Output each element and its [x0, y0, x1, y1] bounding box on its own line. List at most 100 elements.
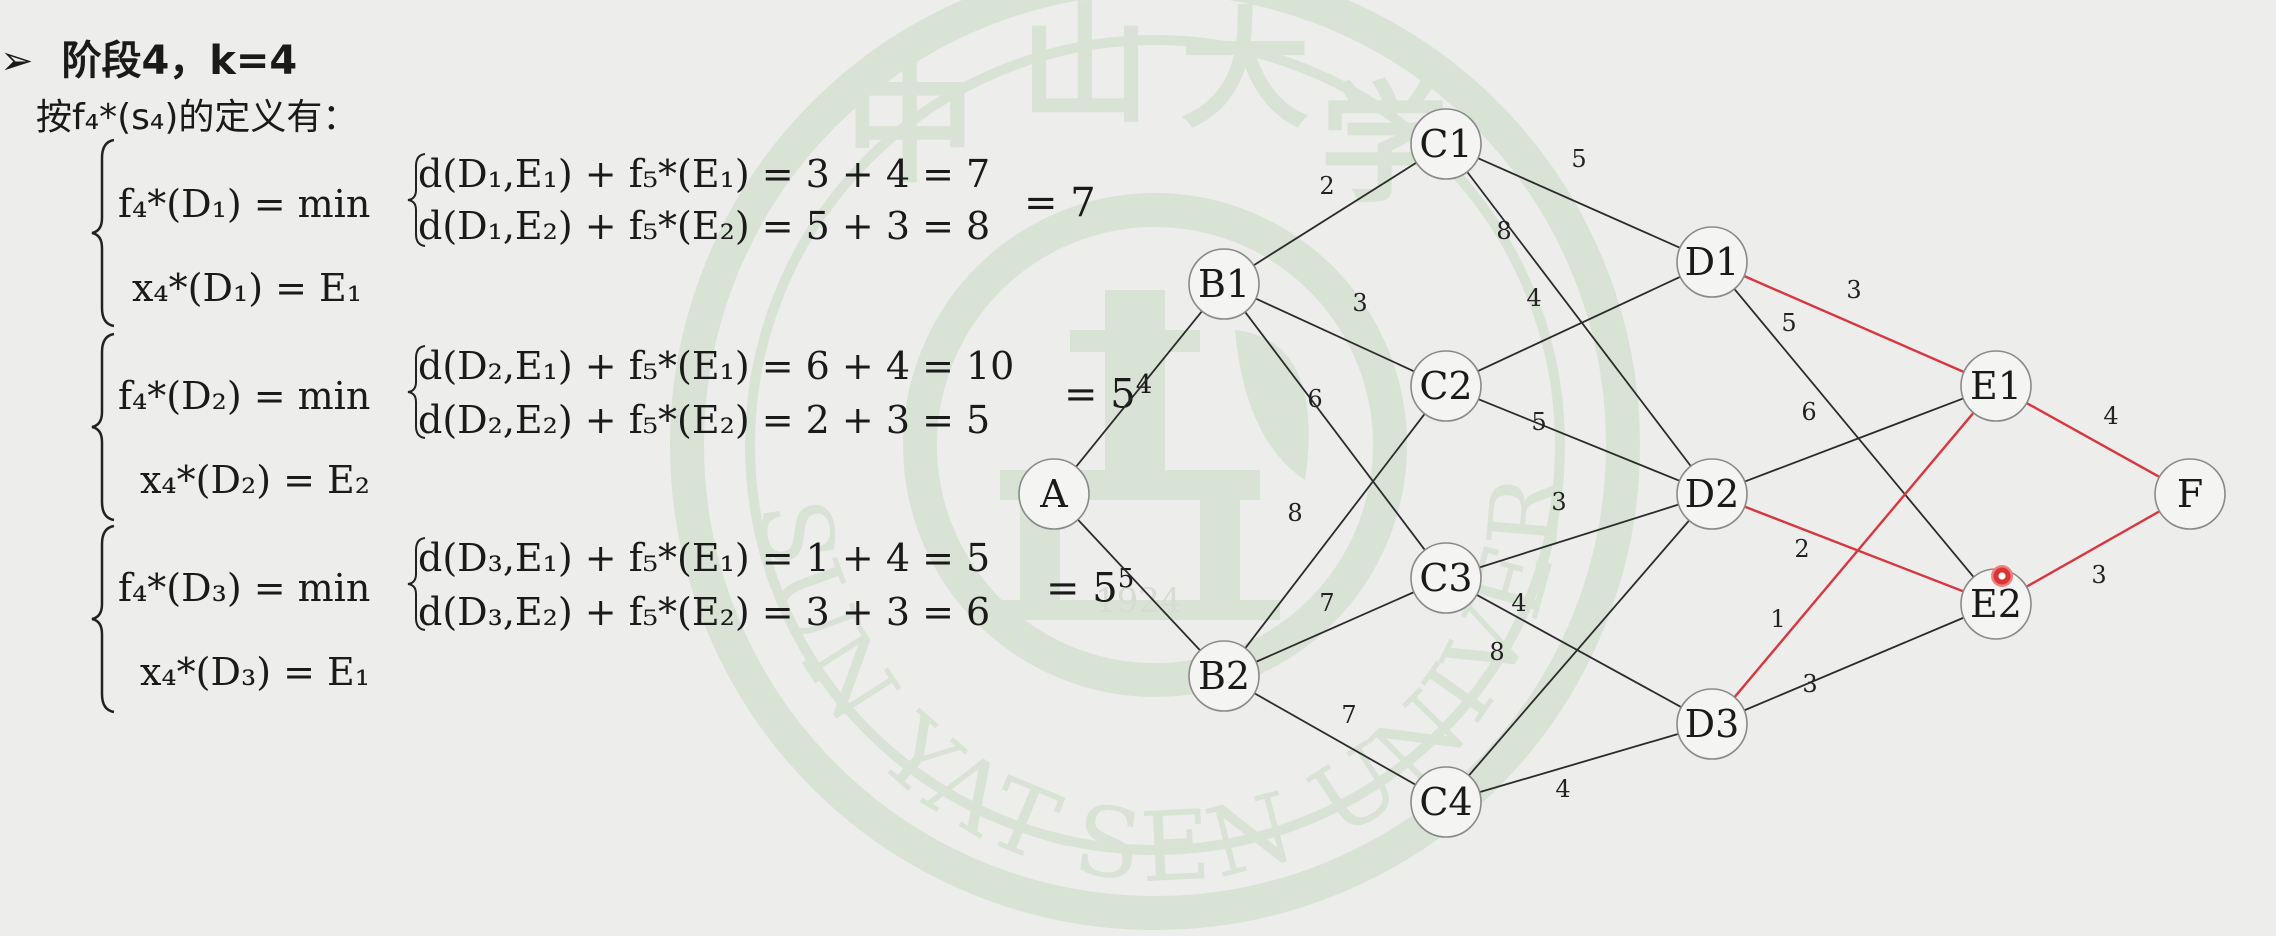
stage-title: 阶段4，k=4	[61, 38, 298, 84]
node-label-c1: C1	[1419, 122, 1472, 166]
node-circle-a	[1018, 458, 1090, 530]
weight-c1-d1: 5	[1571, 145, 1586, 173]
left-brace-d1	[91, 138, 115, 328]
weight-c4-d3: 4	[1555, 775, 1570, 803]
x4-d1-decision: x₄*(D₁) = E₁	[132, 266, 362, 310]
edge-d3-e1	[1733, 412, 1975, 698]
edge-b1-c3	[1244, 311, 1426, 551]
node-c2: C2	[1410, 350, 1482, 422]
node-circle-d2	[1676, 458, 1748, 530]
node-circle-c2	[1410, 350, 1482, 422]
edge-b2-c3	[1255, 591, 1415, 663]
node-label-a: A	[1039, 472, 1068, 516]
node-circle-d3	[1676, 688, 1748, 760]
node-label-b2: B2	[1198, 654, 1250, 698]
node-a: A	[1018, 458, 1090, 530]
weight-d1-e2: 5	[1781, 309, 1796, 337]
left-brace-d3	[91, 524, 115, 714]
edge-a-b2	[1077, 518, 1201, 652]
edge-c1-d2	[1466, 171, 1692, 467]
d1-option-e2: d(D₁,E₂) + f₅*(E₂) = 5 + 3 = 8	[418, 204, 991, 248]
definition-intro: 按f₄*(s₄)的定义有：	[36, 97, 359, 138]
node-label-c3: C3	[1419, 556, 1472, 600]
weight-b1-c3: 6	[1307, 385, 1322, 413]
edge-b1-c1	[1253, 161, 1417, 267]
d3-result-note: 5	[1117, 564, 1135, 594]
weight-c2-d1: 4	[1526, 284, 1541, 312]
node-e2: E2	[1960, 568, 2032, 640]
d3-option-e2: d(D₃,E₂) + f₅*(E₂) = 3 + 3 = 6	[418, 590, 991, 634]
edge-c2-d2	[1478, 398, 1680, 482]
weight-c4-d2: 8	[1489, 638, 1504, 666]
d2-min-value: = 5	[1064, 371, 1136, 418]
weight-b2-c3: 7	[1319, 589, 1334, 617]
d3-option-e1: d(D₃,E₁) + f₅*(E₁) = 1 + 4 = 5	[418, 536, 991, 580]
edge-e2-f	[2025, 510, 2161, 588]
node-circle-d1	[1676, 226, 1748, 298]
edge-d2-e1	[1744, 397, 1964, 483]
node-circle-b2	[1188, 640, 1260, 712]
node-b1: B1	[1188, 248, 1260, 320]
weight-c3-d2: 3	[1551, 488, 1566, 516]
edge-c3-d3	[1476, 594, 1682, 708]
node-c4: C4	[1410, 766, 1482, 838]
f4-d2-label: f₄*(D₂) = min	[118, 374, 371, 418]
node-d3: D3	[1676, 688, 1748, 760]
weight-b2-c2: 8	[1287, 499, 1302, 527]
node-label-d2: D2	[1685, 472, 1740, 516]
d3-min-result: = 55	[1046, 564, 1134, 611]
edge-b2-c4	[1253, 692, 1417, 786]
node-label-b1: B1	[1198, 262, 1250, 306]
node-label-d1: D1	[1685, 240, 1740, 284]
inner-brace-d3	[407, 537, 426, 631]
node-d1: D1	[1676, 226, 1748, 298]
node-circle-b1	[1188, 248, 1260, 320]
edge-d1-e2	[1733, 288, 1975, 578]
node-label-c4: C4	[1419, 780, 1472, 824]
weight-d2-e1: 6	[1801, 398, 1816, 426]
edge-e1-f	[2025, 401, 2161, 479]
weight-d2-e2: 2	[1794, 535, 1809, 563]
x4-d3-decision: x₄*(D₃) = E₁	[140, 650, 370, 694]
node-e1: E1	[1960, 350, 2032, 422]
node-circle-f	[2154, 458, 2226, 530]
node-label-d3: D3	[1685, 702, 1740, 746]
weight-e1-f: 4	[2103, 402, 2118, 430]
seal-char-1: 中	[845, 49, 975, 201]
edge-c2-d1	[1477, 275, 1681, 373]
d3-min-value: = 5	[1046, 565, 1118, 612]
node-circle-c4	[1410, 766, 1482, 838]
node-label-e2: E2	[1970, 582, 2022, 626]
edge-c4-d3	[1479, 732, 1679, 794]
node-label-f: F	[2177, 472, 2203, 516]
weight-e2-f: 3	[2091, 561, 2106, 589]
seal-char-2: 山	[1020, 0, 1150, 141]
node-circle-c3	[1410, 542, 1482, 614]
cursor-marker-icon	[1991, 565, 2013, 587]
bullet-arrow-icon: ➢	[0, 38, 34, 84]
node-circle-e1	[1960, 350, 2032, 422]
stage-heading: ➢ 阶段4，k=4	[0, 28, 297, 86]
node-circle-c1	[1410, 108, 1482, 180]
d2-option-e1: d(D₂,E₁) + f₅*(E₁) = 6 + 4 = 10	[418, 344, 1015, 388]
left-brace-d2	[91, 332, 115, 522]
node-c1: C1	[1410, 108, 1482, 180]
d1-option-e1: d(D₁,E₁) + f₅*(E₁) = 3 + 4 = 7	[418, 152, 991, 196]
edge-c3-d2	[1479, 503, 1679, 569]
f4-d1-label: f₄*(D₁) = min	[118, 182, 371, 226]
f4-d3-label: f₄*(D₃) = min	[118, 566, 371, 610]
edge-c1-d1	[1477, 157, 1681, 249]
edge-c4-d2	[1468, 519, 1690, 777]
inner-brace-d2	[407, 345, 426, 439]
edge-a-b1	[1075, 310, 1203, 468]
node-f: F	[2154, 458, 2226, 530]
weight-b1-c2: 3	[1352, 289, 1367, 317]
node-c3: C3	[1410, 542, 1482, 614]
weight-c1-d2: 8	[1496, 217, 1511, 245]
seal-char-3: 大	[1180, 0, 1310, 146]
edge-b1-c2	[1255, 297, 1415, 373]
edge-d1-e1	[1743, 274, 1965, 374]
